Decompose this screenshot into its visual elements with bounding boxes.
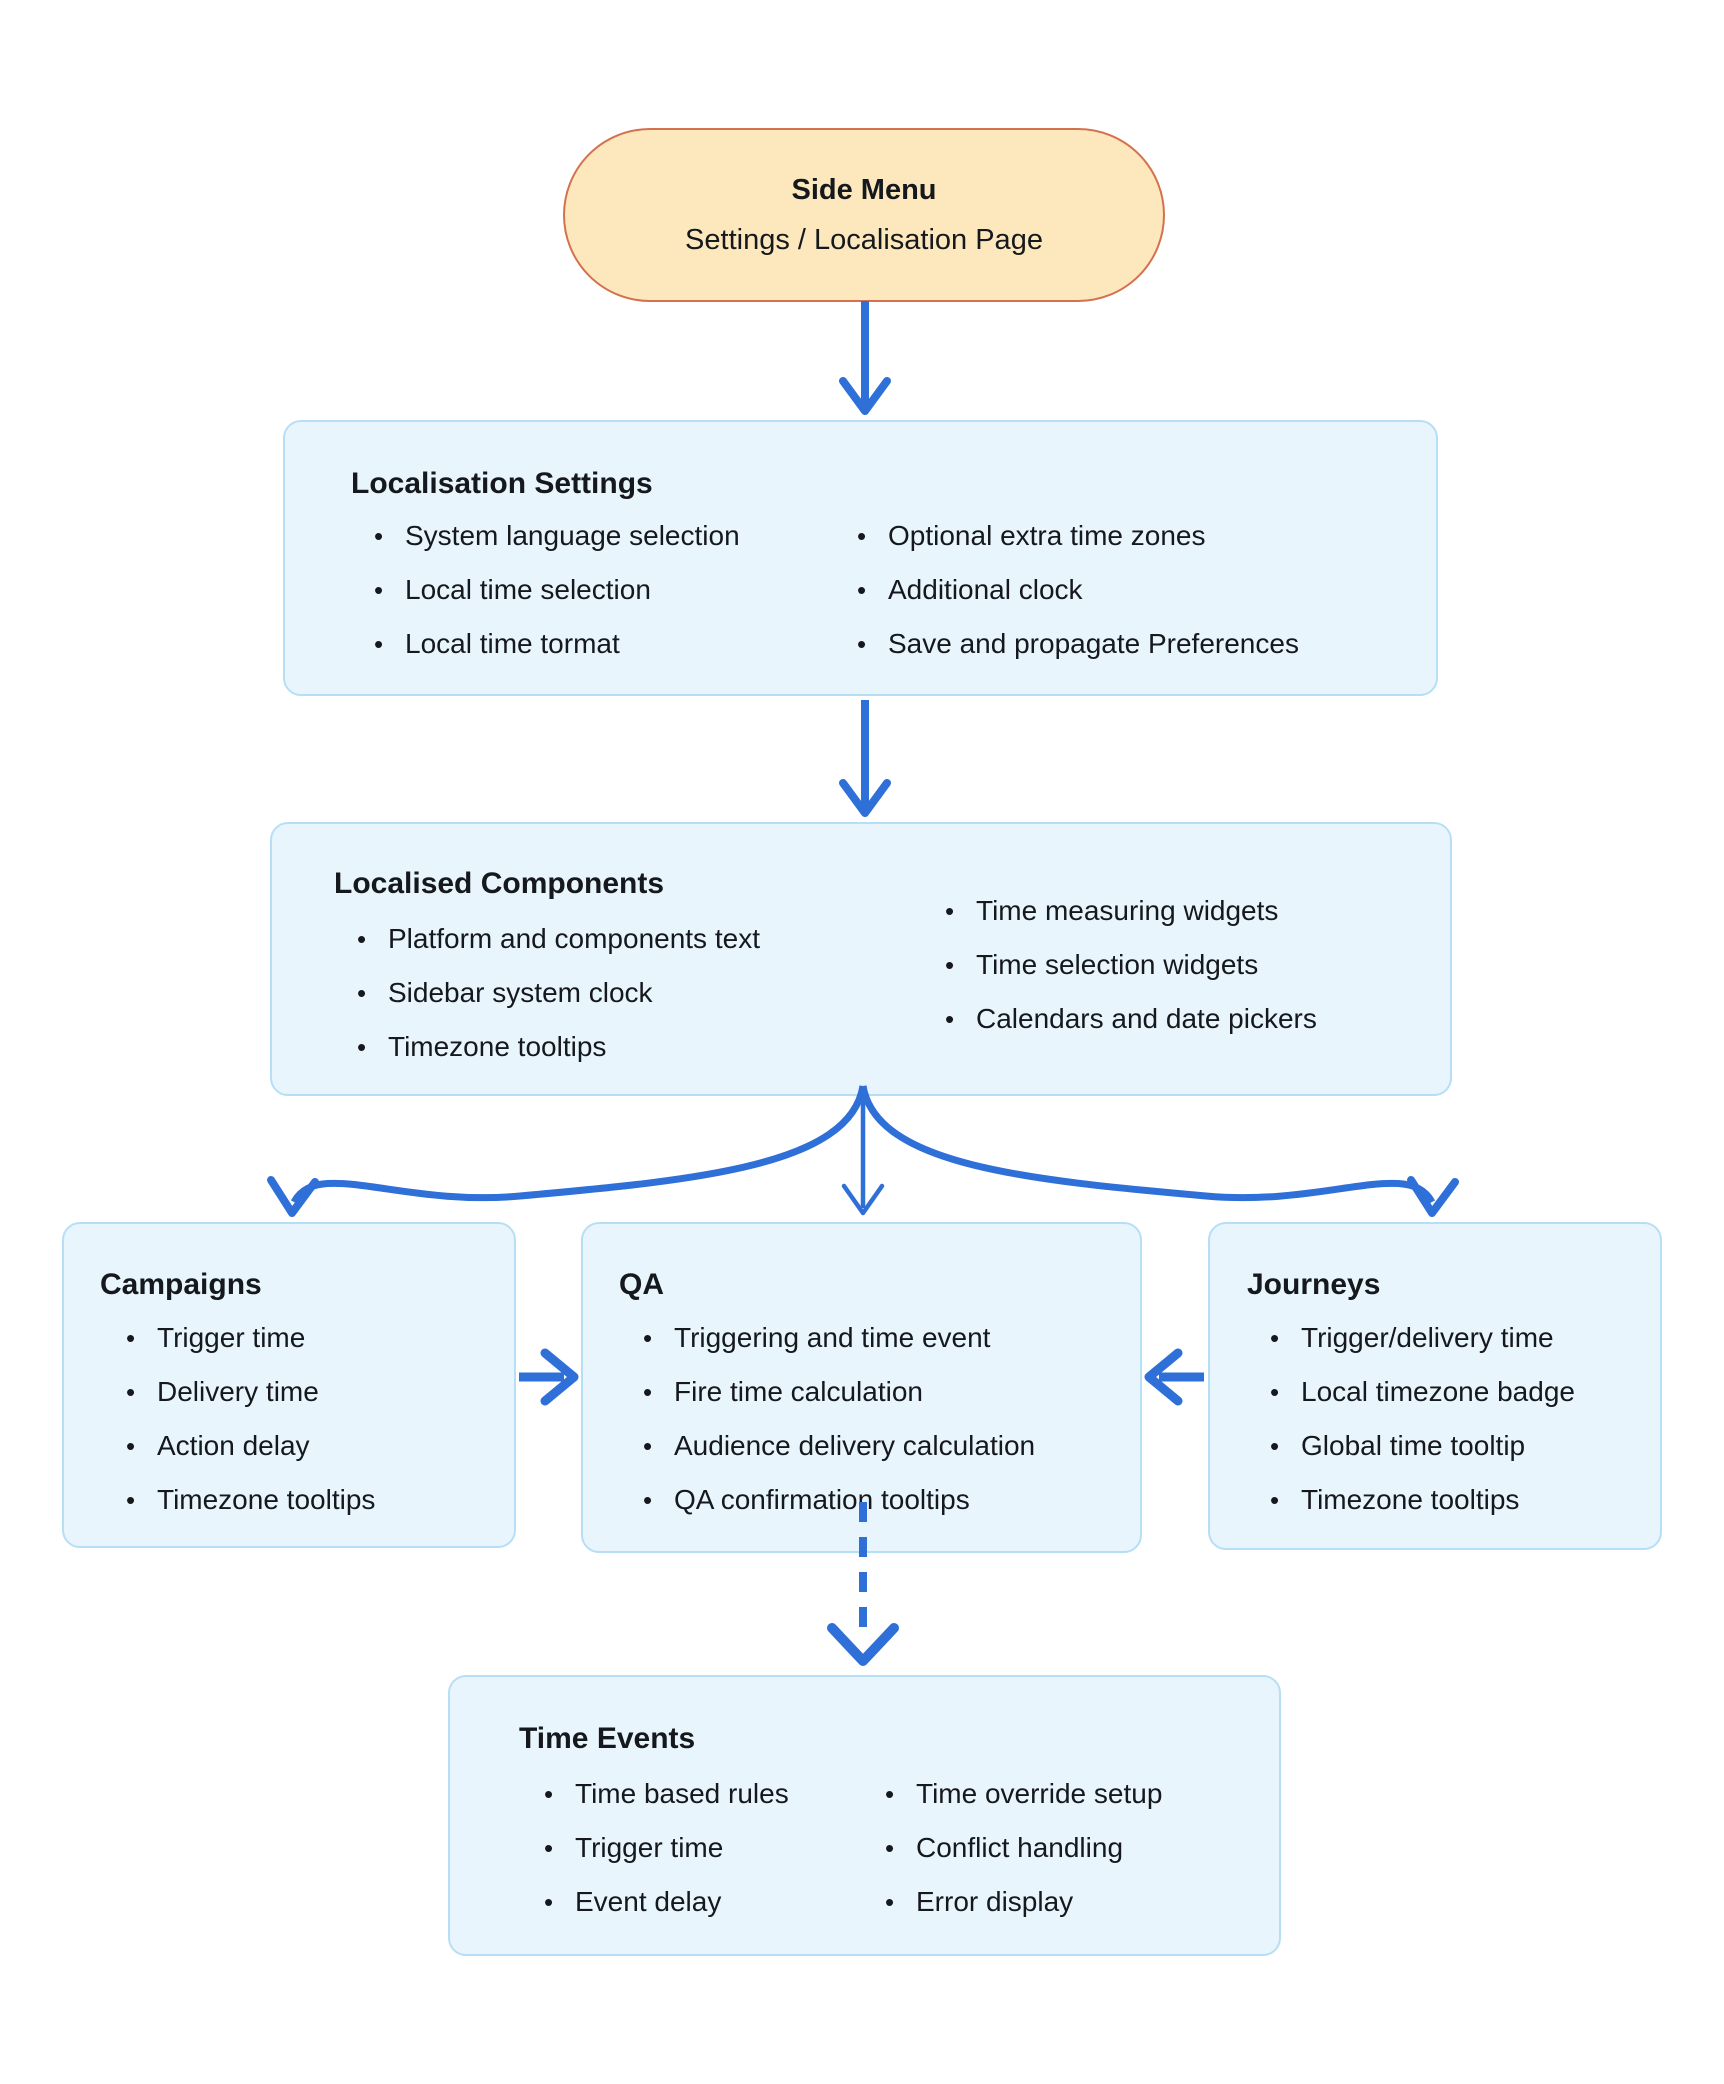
list-item: Audience delivery calculation — [643, 1419, 1035, 1473]
localisation-settings-list-left: System language selection Local time sel… — [374, 509, 740, 671]
list-item: Global time tooltip — [1270, 1419, 1575, 1473]
list-item: Trigger time — [126, 1311, 375, 1365]
list-item: Time based rules — [544, 1767, 789, 1821]
list-item: Triggering and time event — [643, 1311, 1035, 1365]
localisation-settings-node: Localisation Settings System language se… — [283, 420, 1438, 696]
arrowhead-components-to-campaigns — [267, 1176, 319, 1217]
side-menu-subtitle: Settings / Localisation Page — [685, 224, 1043, 256]
list-item: Platform and components text — [357, 912, 760, 966]
arrowhead-settings-to-components — [839, 779, 891, 817]
list-item: Action delay — [126, 1419, 375, 1473]
arrowhead-components-to-qa — [841, 1183, 885, 1216]
list-item: Local timezone badge — [1270, 1365, 1575, 1419]
arrowhead-sidemenu-to-settings — [839, 377, 891, 415]
list-item: Time override setup — [885, 1767, 1162, 1821]
time-events-list-right: Time override setup Conflict handling Er… — [885, 1767, 1162, 1929]
campaigns-node: Campaigns Trigger time Delivery time Act… — [62, 1222, 516, 1548]
list-item: QA confirmation tooltips — [643, 1473, 1035, 1527]
journeys-node: Journeys Trigger/delivery time Local tim… — [1208, 1222, 1662, 1550]
journeys-list: Trigger/delivery time Local timezone bad… — [1270, 1311, 1575, 1527]
list-item: Local time selection — [374, 563, 740, 617]
qa-list: Triggering and time event Fire time calc… — [643, 1311, 1035, 1527]
list-item: Optional extra time zones — [857, 509, 1299, 563]
list-item: Fire time calculation — [643, 1365, 1035, 1419]
time-events-title: Time Events — [519, 1722, 696, 1755]
arrowhead-components-to-journeys — [1407, 1176, 1459, 1217]
list-item: Save and propagate Preferences — [857, 617, 1299, 671]
campaigns-title: Campaigns — [100, 1268, 262, 1301]
localised-components-list-left: Platform and components text Sidebar sys… — [357, 912, 760, 1074]
journeys-title: Journeys — [1247, 1268, 1381, 1301]
arrow-components-to-journeys — [859, 1085, 1436, 1204]
list-item: Time selection widgets — [945, 938, 1317, 992]
side-menu-title: Side Menu — [791, 174, 937, 206]
list-item: Calendars and date pickers — [945, 992, 1317, 1046]
list-item: Event delay — [544, 1875, 789, 1929]
localised-components-list-right: Time measuring widgets Time selection wi… — [945, 884, 1317, 1046]
list-item: Error display — [885, 1875, 1162, 1929]
list-item: Time measuring widgets — [945, 884, 1317, 938]
arrow-components-to-campaigns — [290, 1085, 867, 1204]
localised-components-title: Localised Components — [334, 867, 665, 900]
qa-title: QA — [619, 1268, 664, 1301]
list-item: Timezone tooltips — [1270, 1473, 1575, 1527]
list-item: Delivery time — [126, 1365, 375, 1419]
list-item: Timezone tooltips — [357, 1020, 760, 1074]
campaigns-list: Trigger time Delivery time Action delay … — [126, 1311, 375, 1527]
qa-node: QA Triggering and time event Fire time c… — [581, 1222, 1142, 1553]
list-item: System language selection — [374, 509, 740, 563]
list-item: Trigger time — [544, 1821, 789, 1875]
list-item: Timezone tooltips — [126, 1473, 375, 1527]
localisation-settings-list-right: Optional extra time zones Additional clo… — [857, 509, 1299, 671]
time-events-list-left: Time based rules Trigger time Event dela… — [544, 1767, 789, 1929]
list-item: Local time tormat — [374, 617, 740, 671]
list-item: Sidebar system clock — [357, 966, 760, 1020]
localised-components-node: Localised Components Platform and compon… — [270, 822, 1452, 1096]
arrowhead-campaigns-to-qa — [540, 1348, 579, 1406]
list-item: Additional clock — [857, 563, 1299, 617]
list-item: Conflict handling — [885, 1821, 1162, 1875]
list-item: Trigger/delivery time — [1270, 1311, 1575, 1365]
localisation-settings-title: Localisation Settings — [351, 467, 653, 500]
time-events-node: Time Events Time based rules Trigger tim… — [448, 1675, 1281, 1956]
side-menu-node: Side Menu Settings / Localisation Page — [563, 128, 1165, 302]
arrowhead-qa-to-timeevents — [827, 1623, 899, 1666]
arrowhead-journeys-to-qa — [1144, 1348, 1183, 1406]
